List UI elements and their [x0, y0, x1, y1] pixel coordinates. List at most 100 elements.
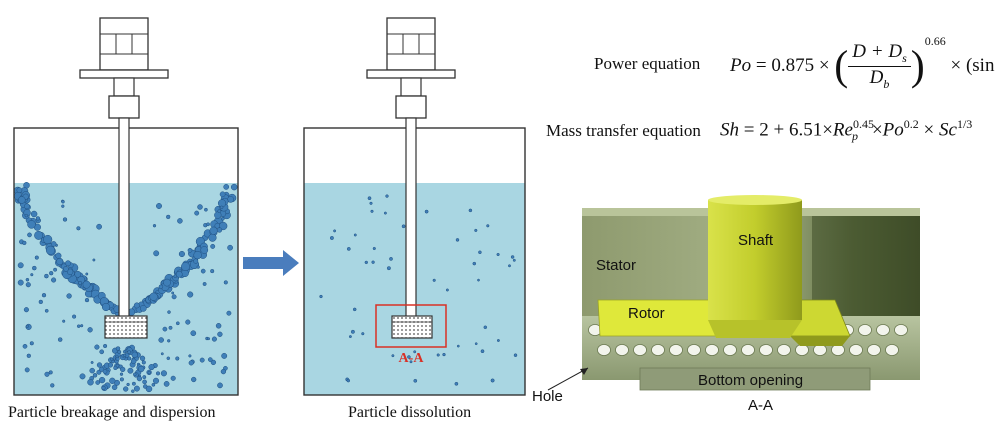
- particle: [191, 376, 197, 383]
- power-eq-den-sub: b: [883, 76, 890, 91]
- particle: [115, 346, 121, 351]
- particle: [142, 379, 147, 385]
- particle: [48, 370, 53, 375]
- particle: [45, 245, 56, 255]
- particle: [92, 258, 96, 262]
- particle: [152, 377, 160, 384]
- particle: [171, 291, 175, 295]
- particle: [162, 326, 168, 332]
- particle: [87, 378, 94, 386]
- mass-eq-po-exp: 0.2: [903, 117, 919, 131]
- particle: [122, 353, 127, 358]
- particle: [44, 371, 50, 377]
- particle: [173, 274, 178, 278]
- particle: [90, 361, 94, 364]
- particle: [84, 297, 90, 303]
- mass-eq-sc-exp: 1/3: [956, 117, 973, 131]
- power-eq-denominator: D: [869, 67, 884, 89]
- particle: [22, 240, 27, 246]
- particle: [89, 367, 95, 374]
- particle: [50, 383, 55, 388]
- particle: [82, 280, 91, 289]
- particle: [138, 365, 145, 373]
- particle: [55, 252, 62, 259]
- particle: [386, 266, 391, 271]
- mass-eq-re-sub: p: [851, 129, 858, 144]
- particle: [217, 209, 222, 214]
- particle: [99, 349, 105, 355]
- particle: [333, 229, 337, 233]
- particle: [131, 351, 138, 358]
- particle: [117, 350, 122, 354]
- motor-middle: [366, 17, 456, 119]
- particle: [208, 233, 217, 242]
- particle: [210, 269, 215, 274]
- particle: [385, 194, 389, 198]
- particle: [352, 307, 357, 312]
- tank-left: [13, 17, 239, 396]
- stator-hole: [615, 344, 629, 356]
- particle: [156, 203, 162, 209]
- particle: [25, 324, 29, 328]
- particle: [63, 266, 69, 272]
- particle: [211, 336, 217, 342]
- stator-hole: [723, 344, 737, 356]
- particle: [508, 264, 511, 268]
- particle: [178, 250, 185, 258]
- mass-eq-po: Po: [882, 119, 904, 141]
- particle: [92, 373, 98, 378]
- particle: [65, 260, 71, 267]
- particle: [80, 324, 84, 328]
- mass-equation-label: Mass transfer equation: [546, 121, 701, 140]
- particle: [24, 213, 28, 218]
- particle: [181, 262, 190, 272]
- particle: [62, 319, 66, 323]
- particle: [187, 247, 193, 253]
- particle: [109, 377, 116, 384]
- particle: [472, 261, 477, 266]
- particle: [111, 384, 118, 391]
- rotor-stator-section: [547, 195, 920, 391]
- particle: [200, 268, 206, 274]
- stator-hole: [741, 344, 755, 356]
- section-highlight-box: [375, 304, 447, 348]
- particle: [115, 356, 120, 361]
- particle: [383, 211, 387, 215]
- particle: [391, 354, 395, 358]
- stator-hole: [777, 344, 791, 356]
- particle: [126, 382, 130, 387]
- particle: [175, 321, 180, 326]
- tank-middle: A-A: [303, 17, 526, 396]
- particle: [175, 270, 183, 278]
- stator-hole: [597, 344, 611, 356]
- particle: [76, 226, 81, 231]
- particle: [230, 183, 238, 191]
- particle: [202, 282, 207, 286]
- particle: [221, 352, 228, 359]
- particle: [133, 302, 140, 309]
- particle: [170, 375, 176, 381]
- mass-eq-lhs: Sh: [720, 119, 739, 141]
- particle: [196, 265, 200, 269]
- stator-hole: [885, 344, 899, 356]
- stator-hole: [858, 324, 872, 336]
- particle: [409, 360, 413, 364]
- particle: [32, 265, 37, 271]
- particle: [167, 339, 171, 343]
- hole-pointer: [547, 367, 589, 391]
- particle: [38, 299, 43, 305]
- particle: [149, 292, 158, 301]
- particle: [120, 366, 126, 373]
- particle: [127, 350, 132, 355]
- particle: [210, 243, 216, 249]
- particle: [155, 371, 161, 376]
- particle: [51, 277, 57, 283]
- particle: [456, 344, 460, 348]
- particle: [413, 350, 417, 354]
- transition-arrow: [243, 250, 299, 276]
- particles-dissolution: [319, 194, 518, 386]
- stator-hole: [795, 344, 809, 356]
- particle: [193, 258, 199, 264]
- power-eq-trig: (sin θ): [965, 55, 1000, 76]
